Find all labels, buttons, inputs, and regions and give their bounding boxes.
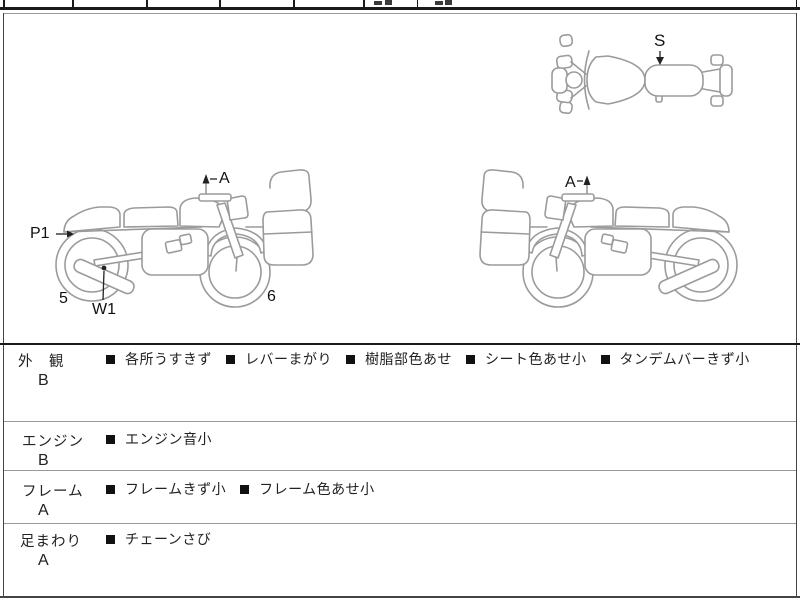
label-front-wheel-number: 6 (267, 288, 276, 305)
label-seat-top-view: S (654, 31, 666, 50)
front-wheel-top (551, 67, 568, 94)
bullet-square-icon (600, 354, 610, 364)
frame-left-border (3, 13, 5, 597)
bullet-square-icon (106, 484, 115, 494)
row-label: 外 観 (18, 354, 65, 370)
condition-item-label: 各所うすきず (125, 351, 212, 367)
headlight (226, 195, 249, 221)
fairing-box (262, 209, 314, 266)
bullet-square-icon (226, 354, 235, 364)
seat-side (123, 206, 179, 228)
top-table-divider (219, 0, 221, 8)
cropped-text-mark (445, 0, 452, 5)
grade-badge: B (38, 452, 49, 469)
condition-item: エンジン音小 (106, 429, 212, 449)
front-signal-icon (559, 33, 574, 48)
top-table-divider (795, 0, 797, 8)
rear-cowl (63, 206, 121, 233)
motorcycle-left-side-diagram (55, 169, 314, 308)
condition-item: フレーム色あせ小 (240, 479, 375, 499)
condition-item: フレームきず小 (106, 479, 226, 499)
seat-top (644, 64, 704, 97)
cropped-text-mark (374, 1, 382, 5)
condition-item-label: 樹脂部色あせ (365, 351, 452, 367)
row-divider (4, 421, 796, 422)
condition-item-label: タンデムバーきず小 (619, 351, 750, 367)
row-divider (4, 523, 796, 524)
condition-item-label: レバーまがり (245, 351, 332, 367)
bullet-square-icon (106, 534, 115, 544)
top-table-divider (146, 0, 148, 8)
top-table-divider (293, 0, 295, 8)
row-label: エンジン (22, 434, 84, 450)
bullet-square-icon (466, 354, 475, 364)
rear-signal-icon (710, 95, 724, 107)
frame-bottom-border (0, 596, 800, 598)
label-left-mirror: A (219, 170, 230, 187)
bullet-square-icon (106, 354, 115, 364)
handlebar (198, 193, 232, 202)
front-fender (204, 227, 268, 257)
grade-badge: A (38, 502, 49, 519)
condition-item: 各所うすきず (106, 349, 212, 369)
motorcycle-right-side-diagram (479, 169, 738, 308)
condition-item: 樹脂部色あせ (346, 349, 452, 369)
top-table-divider (72, 0, 74, 8)
row-label: フレーム (22, 484, 84, 500)
fairing-screen (269, 169, 312, 215)
fuel-tank-side (179, 197, 225, 228)
bullet-square-icon (240, 484, 250, 494)
grade-badge: B (38, 372, 49, 389)
front-fork (216, 202, 244, 259)
label-right-mirror: A (565, 174, 576, 191)
row-label: 足まわり (20, 534, 82, 550)
rear-signal-icon (710, 54, 724, 66)
condition-item: チェーンさび (106, 529, 211, 549)
condition-item-label: フレームきず小 (125, 481, 227, 497)
label-muffler: W1 (92, 301, 116, 318)
rear-wheel-top (719, 64, 733, 97)
label-rear-wheel-number: 5 (59, 290, 68, 307)
label-rear-fender: P1 (30, 225, 50, 242)
grade-badge: A (38, 552, 49, 569)
condition-item: タンデムバーきず小 (600, 349, 750, 369)
top-table-divider (417, 0, 419, 7)
cropped-text-mark (385, 0, 392, 5)
frame-right-border (796, 13, 798, 597)
condition-item-label: エンジン音小 (125, 431, 212, 447)
condition-item-label: シート色あせ小 (485, 351, 587, 367)
mirror-icon (555, 54, 574, 70)
top-table-divider (363, 0, 365, 8)
frame-top-border (3, 13, 797, 14)
bullet-square-icon (106, 434, 115, 444)
motorcycle-top-view-diagram (551, 33, 733, 115)
fuel-tank-top (586, 55, 646, 105)
condition-item-label: チェーンさび (125, 531, 212, 547)
top-table-divider (3, 0, 5, 8)
condition-item-label: フレーム色あせ小 (259, 481, 375, 497)
row-divider (4, 470, 796, 471)
condition-table-top-border (0, 343, 800, 345)
condition-item: レバーまがり (226, 349, 332, 369)
cropped-text-mark (435, 1, 443, 5)
top-table-bottom-border (0, 7, 800, 10)
bullet-square-icon (346, 354, 355, 364)
condition-item: シート色あせ小 (466, 349, 587, 369)
